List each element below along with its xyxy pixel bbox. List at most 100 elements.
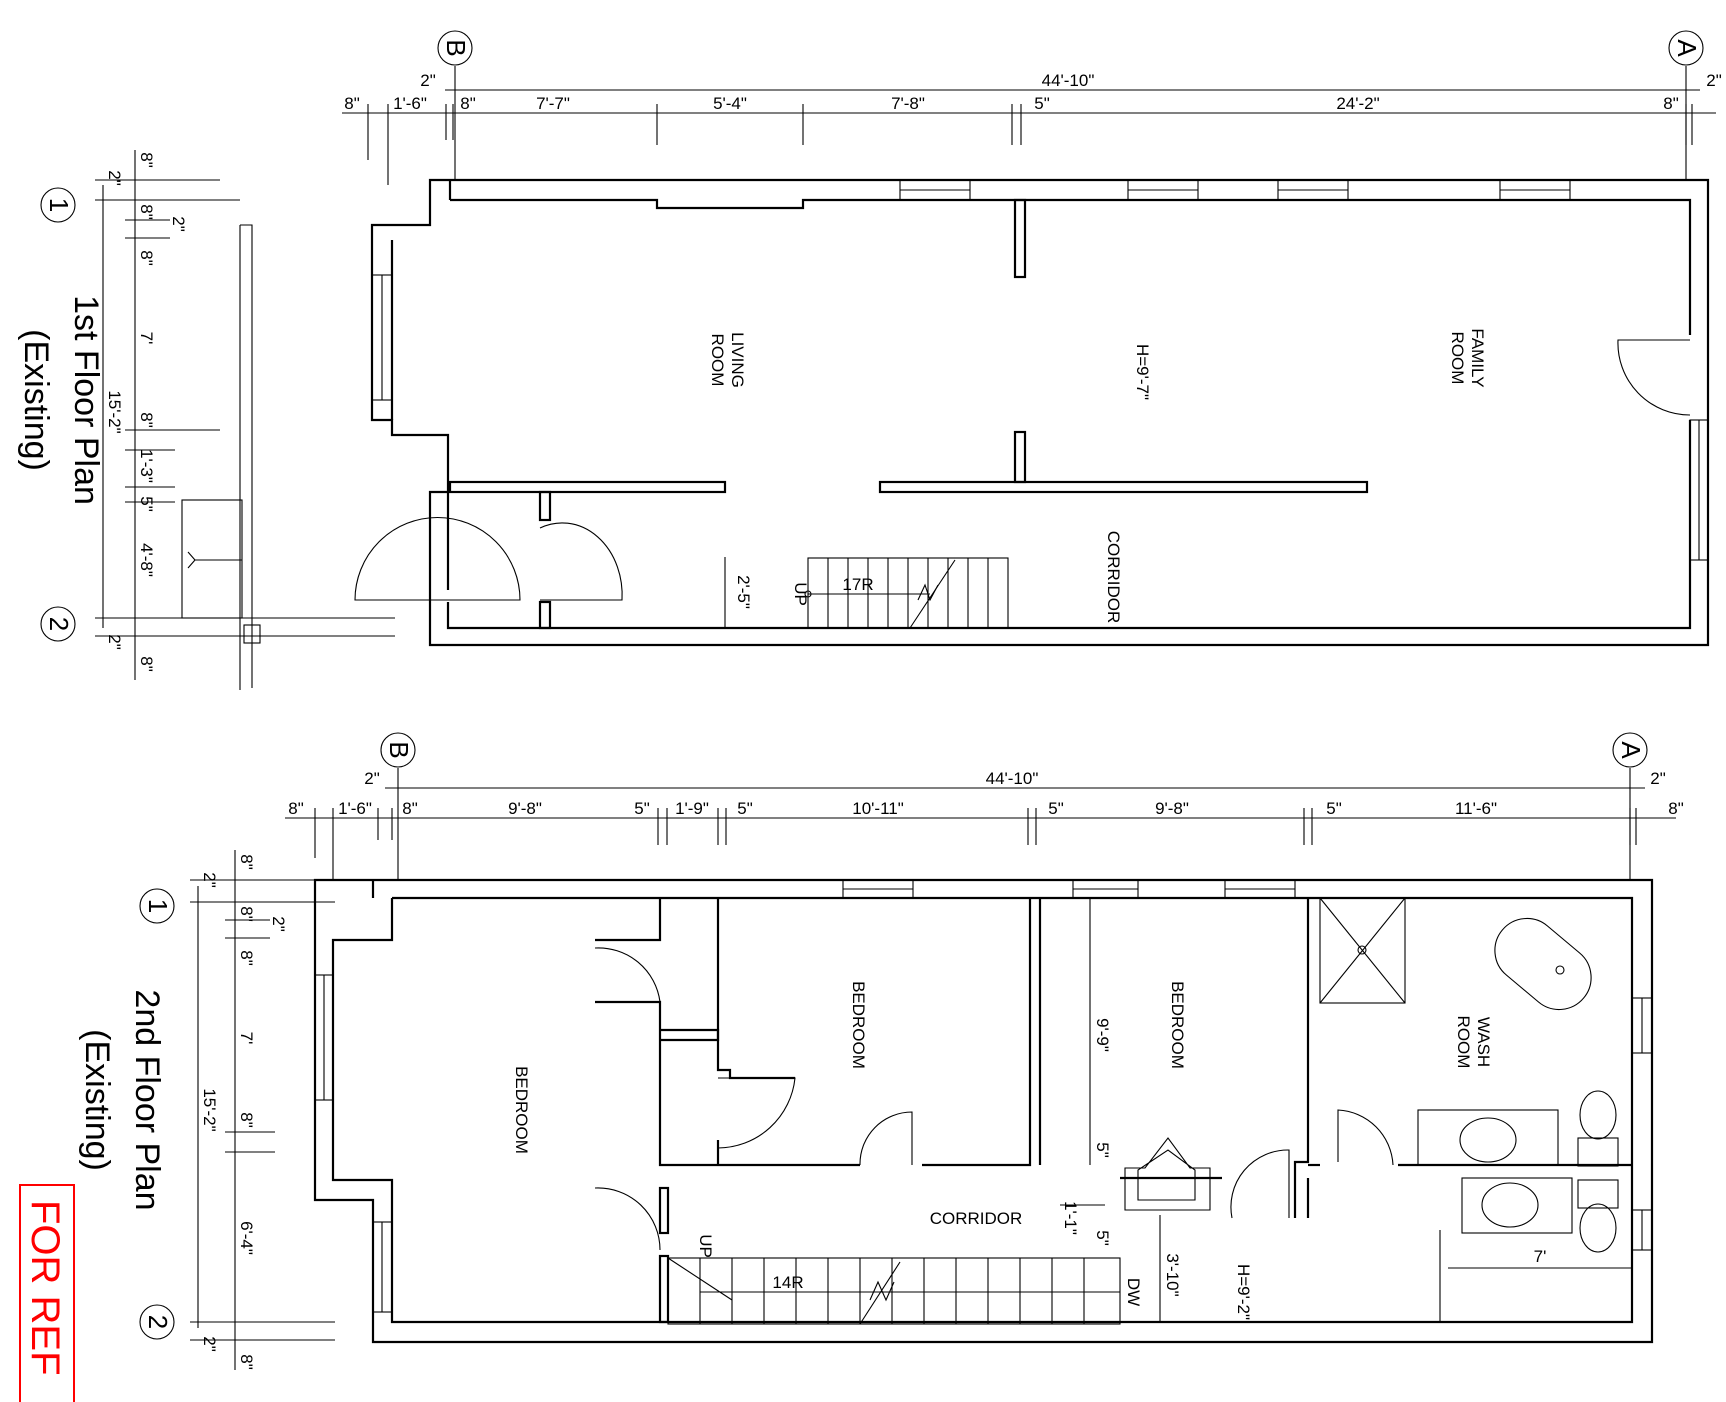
plan-title-2: 2nd Floor Plan [128, 989, 166, 1210]
side2-dim-2: 8" [237, 906, 256, 922]
side-dim-10: 4'-8" [137, 543, 156, 577]
dim-f: 7'-8" [891, 94, 925, 113]
dim-5in-a: 5" [1093, 1142, 1112, 1158]
grid-label-1-2: 1 [143, 899, 173, 913]
side-dim-0: 8" [137, 152, 156, 168]
washroom-fixtures [1319, 897, 1619, 1253]
partitions [448, 198, 1369, 630]
room-corridor: CORRIDOR [1104, 531, 1123, 624]
side-dim-6: 15'-2" [105, 390, 124, 433]
side2-dim-6: 15'-2" [200, 1088, 219, 1131]
side2-dim-1: 2" [200, 872, 219, 888]
dim-a: 8" [344, 94, 360, 113]
room-bedroom-3: BEDROOM [1168, 981, 1187, 1069]
front-porch [181, 224, 261, 690]
side2-dim-7: 8" [237, 1112, 256, 1128]
side-dim-11: 2" [105, 634, 124, 650]
dim-7ft: 7' [1534, 1247, 1547, 1266]
exterior-wall [370, 178, 1710, 647]
first-floor-plan: B A 1 2 44'-10" 2" 2" 8" 1'-6" 8" [17, 30, 1722, 690]
dim-d: 7'-7" [536, 94, 570, 113]
windows-2 [314, 879, 1653, 1313]
grid-bubble-1 [40, 187, 76, 223]
side2-dim-0: 8" [237, 854, 256, 870]
overall-width-2: 44'-10" [986, 769, 1039, 788]
side2-dim-4: 8" [237, 950, 256, 966]
grid-bubble-b [437, 30, 473, 66]
stamp-text: FOR REF [23, 1200, 67, 1376]
dim-h: 24'-2" [1336, 94, 1379, 113]
dim2-2in-right: 2" [1650, 769, 1666, 788]
grid-bubble-2 [40, 606, 76, 642]
side2-dim-10: 8" [237, 1354, 256, 1370]
toilet-lower [1579, 1203, 1617, 1253]
room-bedroom-2: BEDROOM [849, 981, 868, 1069]
plan-subtitle-2: (Existing) [78, 1029, 116, 1171]
stair-riser-count: 17R [842, 575, 873, 594]
room-height-2: H=9'-2" [1234, 1264, 1253, 1320]
sink-upper [1459, 1117, 1517, 1163]
room-height: H=9'-7" [1133, 344, 1152, 400]
second-floor-plan: B A 1 2 44'-10" 2" 2" 8" [78, 732, 1684, 1370]
room-wash: WASH [1474, 1017, 1493, 1067]
bathtub [1494, 917, 1592, 1011]
side-dim-3: 2" [169, 216, 188, 232]
interior-wall-line [446, 198, 1692, 630]
doors-2 [594, 947, 1632, 1322]
dim-i: 8" [1663, 94, 1679, 113]
chimney [1124, 1137, 1211, 1211]
plan-title: 1st Floor Plan [67, 295, 105, 505]
dim2-m: 8" [1668, 799, 1684, 818]
dim-1ft1: 1'-1" [1061, 1201, 1080, 1235]
door-dim: 2'-5" [734, 575, 753, 609]
grid-bubble-a [1668, 30, 1704, 66]
grid-bubble-1-2 [139, 888, 175, 924]
side2-dim-5: 7' [237, 1032, 256, 1045]
grid-label-a-2: A [1616, 741, 1646, 759]
grid-label-b: B [441, 39, 471, 56]
reference-stamp: FOR REF [19, 1184, 75, 1402]
room-corridor-2: CORRIDOR [930, 1209, 1023, 1228]
dim2-k: 5" [1326, 799, 1342, 818]
room-living: LIVING [728, 332, 747, 388]
stair: 17R UP [791, 557, 1009, 629]
side2-dim-3: 2" [269, 916, 288, 932]
room-family-2: ROOM [1448, 332, 1467, 385]
dumbwaiter-label: DW [1124, 1278, 1143, 1306]
side2-dim-9: 2" [200, 1336, 219, 1352]
dim2-i: 5" [1048, 799, 1064, 818]
grid-bubble-b-2 [380, 732, 416, 768]
side-dim-4: 8" [137, 250, 156, 266]
dim2-c: 8" [402, 799, 418, 818]
side-dim-12: 8" [137, 656, 156, 672]
dim2-l: 11'-6" [1455, 799, 1497, 818]
dim-2in-right: 2" [1706, 71, 1722, 90]
side2-dim-8: 6'-4" [237, 1221, 256, 1255]
grid-label-1: 1 [44, 198, 74, 212]
grid-bubble-a-2 [1612, 732, 1648, 768]
dim2-h: 10'-11" [852, 799, 904, 818]
sink-lower [1481, 1182, 1539, 1228]
dim-5in-b: 5" [1093, 1230, 1112, 1246]
dim-b: 1'-6" [393, 94, 427, 113]
toilet-upper [1579, 1090, 1617, 1140]
dim2-f: 1'-9" [675, 799, 709, 818]
plan-subtitle: (Existing) [17, 329, 55, 471]
grid-label-a: A [1672, 39, 1702, 57]
dim-e: 5'-4" [713, 94, 747, 113]
side-dim-2: 8" [137, 204, 156, 220]
dim-2in-left: 2" [420, 71, 436, 90]
vanity-bottom [1461, 1177, 1573, 1234]
room-family: FAMILY [1468, 328, 1487, 387]
stair-riser-count-2: 14R [772, 1273, 803, 1292]
grid-label-b-2: B [384, 741, 414, 758]
room-bedroom-1: BEDROOM [512, 1066, 531, 1154]
room-wash-2: ROOM [1454, 1016, 1473, 1069]
room-living-2: ROOM [708, 334, 727, 387]
dim2-g: 5" [737, 799, 753, 818]
dim2-b: 1'-6" [338, 799, 372, 818]
dim-9ft9: 9'-9" [1093, 1018, 1112, 1052]
grid-label-2: 2 [44, 617, 74, 631]
